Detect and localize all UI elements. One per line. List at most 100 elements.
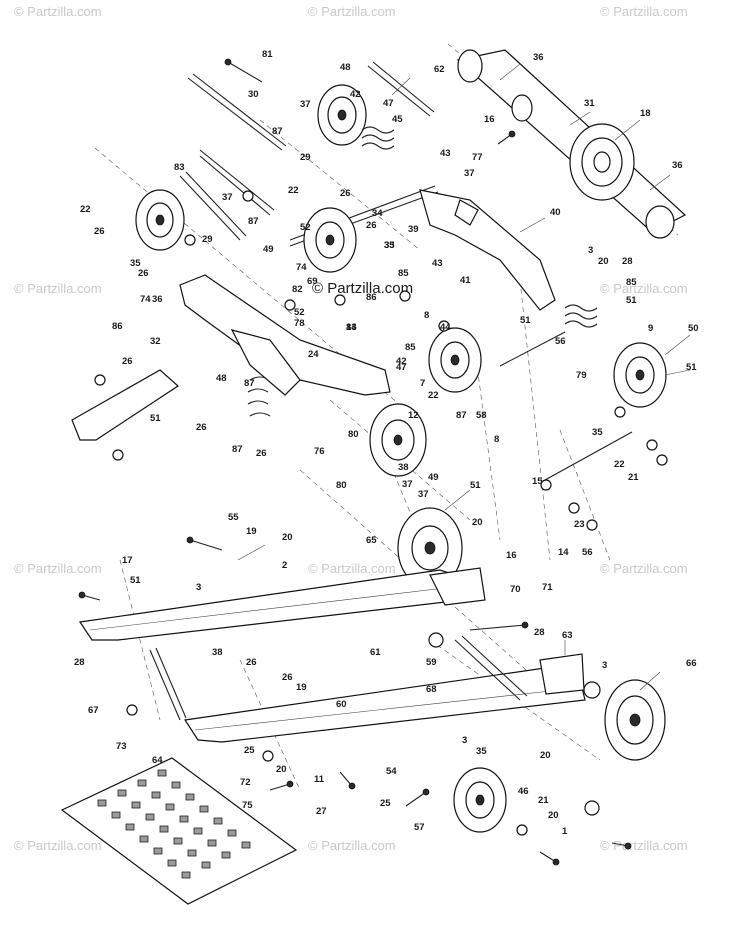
callout: 86 xyxy=(112,321,123,332)
callout: 87 xyxy=(232,444,243,455)
callout: 37 xyxy=(418,489,429,500)
callout: 72 xyxy=(240,777,251,788)
callout: 16 xyxy=(484,114,495,125)
callout: 21 xyxy=(538,795,549,806)
callout: 58 xyxy=(476,410,487,421)
callout: 67 xyxy=(88,705,99,716)
callout: 41 xyxy=(460,275,471,286)
callout: 3 xyxy=(588,245,593,256)
callout: 28 xyxy=(622,256,633,267)
callout: 32 xyxy=(150,336,161,347)
callout: 51 xyxy=(150,413,161,424)
callout: 26 xyxy=(138,268,149,279)
callout: 26 xyxy=(122,356,133,367)
callout: 25 xyxy=(244,745,255,756)
callout: 20 xyxy=(598,256,609,267)
callout: 3 xyxy=(196,582,201,593)
callout: 26 xyxy=(246,657,257,668)
callout: 37 xyxy=(402,479,413,490)
cross-shafts xyxy=(149,331,633,721)
callout: 52 xyxy=(294,307,305,318)
callout: 51 xyxy=(130,575,141,586)
callout: 43 xyxy=(440,148,451,159)
callout: 25 xyxy=(380,798,391,809)
callout: 20 xyxy=(276,764,287,775)
callout: 43 xyxy=(432,258,443,269)
callout: 87 xyxy=(272,126,283,137)
callout: 47 xyxy=(383,98,394,109)
callout: 54 xyxy=(386,766,397,777)
callout: 81 xyxy=(262,49,273,60)
callout: 24 xyxy=(308,349,319,360)
suspension-arms xyxy=(71,189,556,441)
watermark: © Partzilla.com xyxy=(14,281,102,296)
callout: 13 xyxy=(346,322,357,333)
callout: 21 xyxy=(628,472,639,483)
rear-axle xyxy=(456,49,687,239)
callout: 51 xyxy=(470,480,481,491)
callout: 39 xyxy=(408,224,419,235)
callout: 42 xyxy=(350,89,361,100)
callout: 22 xyxy=(80,204,91,215)
callout: 51 xyxy=(686,362,697,373)
callout: 20 xyxy=(548,810,559,821)
callout: 80 xyxy=(336,480,347,491)
callout: 51 xyxy=(626,295,637,306)
callout: 3 xyxy=(602,660,607,671)
callout: 26 xyxy=(340,188,351,199)
callout: 87 xyxy=(244,378,255,389)
callout: 36 xyxy=(672,160,683,171)
callout: 42 xyxy=(396,356,407,367)
callout: 69 xyxy=(307,276,318,287)
callout: 49 xyxy=(263,244,274,255)
callout: 26 xyxy=(256,448,267,459)
watermark: © Partzilla.com xyxy=(308,561,396,576)
callout: 73 xyxy=(116,741,127,752)
callout: 35 xyxy=(384,240,395,251)
callout: 36 xyxy=(152,294,163,305)
idler-wheels xyxy=(135,84,667,833)
callout: 35 xyxy=(592,427,603,438)
callout: 8 xyxy=(494,434,499,445)
callout: 56 xyxy=(555,336,566,347)
callout: 57 xyxy=(414,822,425,833)
callout: 26 xyxy=(94,226,105,237)
callout: 46 xyxy=(518,786,529,797)
callout: 50 xyxy=(688,323,699,334)
callout: 38 xyxy=(212,647,223,658)
callout: 55 xyxy=(228,512,239,523)
callout: 28 xyxy=(74,657,85,668)
callout: 56 xyxy=(582,547,593,558)
callout: 19 xyxy=(296,682,307,693)
callout: 85 xyxy=(626,277,637,288)
callout: 31 xyxy=(584,98,595,109)
callout: 48 xyxy=(340,62,351,73)
callout: 27 xyxy=(316,806,327,817)
callout: 38 xyxy=(398,462,409,473)
callout: 60 xyxy=(336,699,347,710)
callout: 1 xyxy=(562,826,568,837)
callout: 40 xyxy=(550,207,561,218)
callout: 84 xyxy=(346,322,357,333)
callout: 16 xyxy=(506,550,517,561)
watermark: © Partzilla.com xyxy=(308,838,396,853)
callout: 35 xyxy=(476,746,487,757)
callout: 80 xyxy=(348,429,359,440)
callout: 17 xyxy=(122,555,133,566)
callout: 11 xyxy=(314,774,325,785)
watermark: © Partzilla.com xyxy=(14,838,102,853)
callout: 35 xyxy=(130,258,141,269)
track-clip-grid xyxy=(60,757,298,905)
callout: 37 xyxy=(300,99,311,110)
callout: 33 xyxy=(384,240,395,251)
hardware xyxy=(78,58,668,866)
callout: 85 xyxy=(405,342,416,353)
callout: 68 xyxy=(426,684,437,695)
callout: 59 xyxy=(426,657,437,668)
watermark: © Partzilla.com xyxy=(600,561,688,576)
callout: 51 xyxy=(520,315,531,326)
callout: 77 xyxy=(472,152,483,163)
callout: 49 xyxy=(428,472,439,483)
